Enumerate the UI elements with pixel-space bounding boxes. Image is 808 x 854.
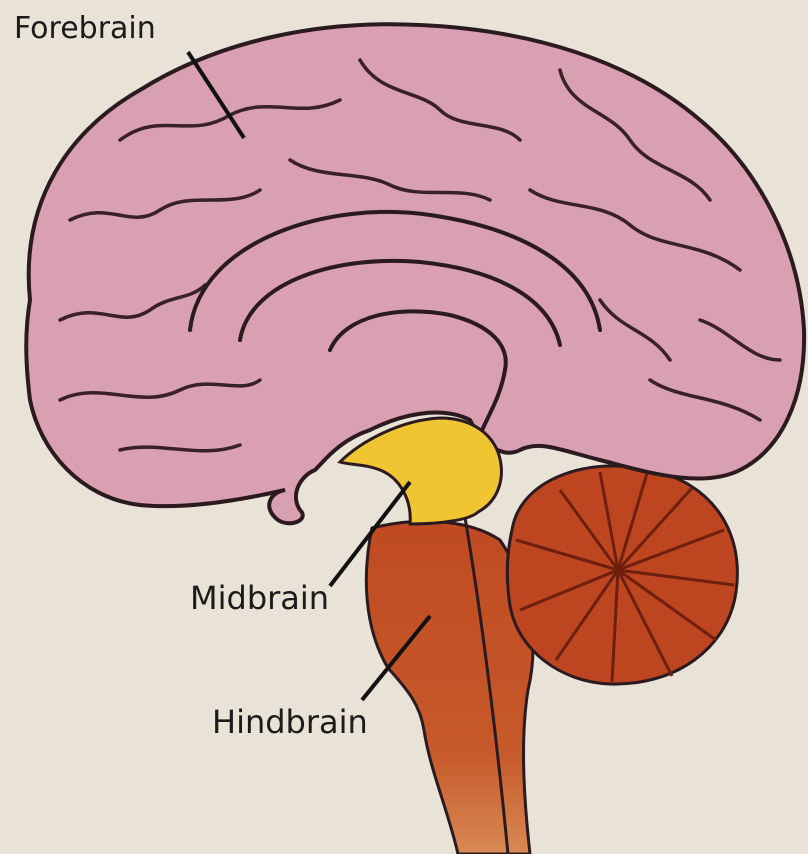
hindbrain-label: Hindbrain xyxy=(212,706,368,738)
cerebellum-region xyxy=(507,466,737,684)
forebrain-label: Forebrain xyxy=(14,14,156,44)
midbrain-label: Midbrain xyxy=(190,582,329,614)
